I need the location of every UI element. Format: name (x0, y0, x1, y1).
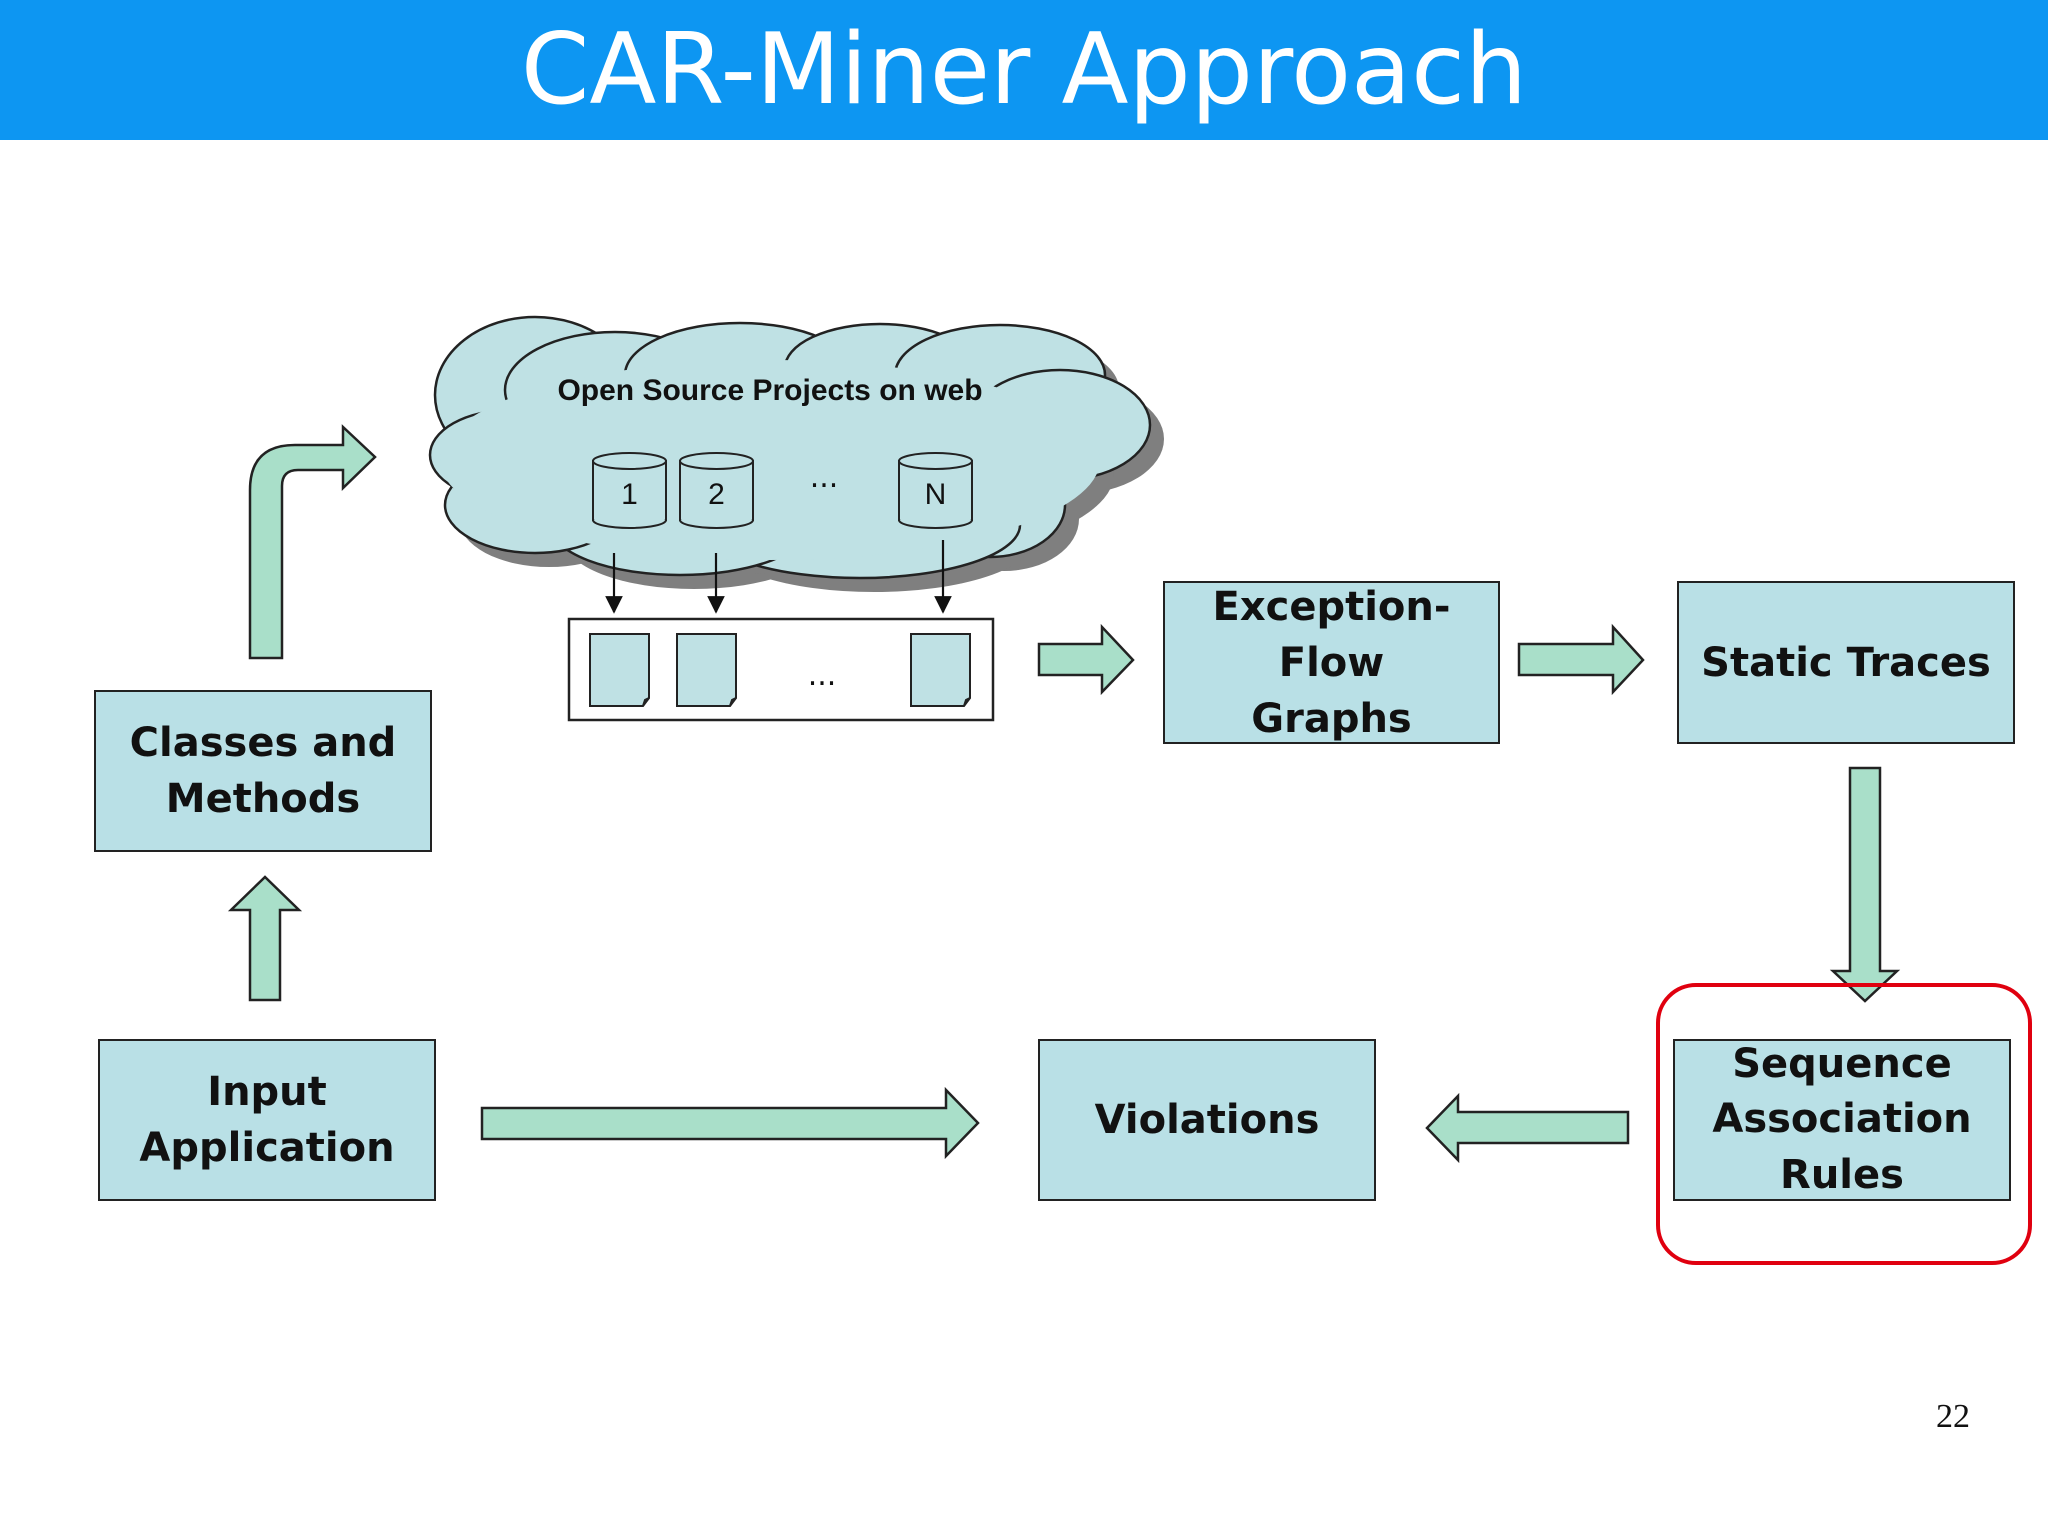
input-application-box: Input Application (98, 1039, 436, 1201)
cloud-ellipsis: ... (810, 460, 839, 495)
documents-ellipsis: ... (808, 658, 837, 693)
arrow-input-to-classes (227, 875, 303, 1002)
arrow-input-to-violations (480, 1086, 980, 1160)
download-arrows (605, 540, 952, 614)
classes-and-methods-box: Classes and Methods (94, 690, 432, 852)
arrow-classes-to-cloud (248, 424, 377, 660)
repository-label-n: N (925, 478, 947, 511)
static-traces-box: Static Traces (1677, 581, 2015, 744)
documents-container: ... (567, 617, 995, 722)
repository-2: 2 (679, 452, 754, 529)
document-icon-2 (676, 633, 737, 707)
document-icon-1 (589, 633, 650, 707)
arrow-efg-to-static-traces (1517, 623, 1645, 696)
violations-box: Violations (1038, 1039, 1376, 1201)
sequence-association-rules-box: Sequence Association Rules (1673, 1039, 2011, 1201)
arrow-rules-to-violations (1425, 1092, 1630, 1164)
document-icon-n (910, 633, 971, 707)
cloud-shape (428, 315, 1164, 592)
slide-title: CAR-Miner Approach (520, 13, 1528, 127)
repository-label-2: 2 (708, 478, 725, 511)
highlight-outline (1656, 983, 2032, 1265)
repository-n: N (898, 452, 973, 529)
arrow-docs-to-efg (1037, 623, 1135, 696)
title-bar (0, 0, 2048, 140)
cloud-label: Open Source Projects on web (557, 374, 983, 407)
repository-label-1: 1 (621, 478, 638, 511)
arrow-static-traces-to-rules (1829, 766, 1901, 1003)
repository-1: 1 (592, 452, 667, 529)
exception-flow-graphs-box: Exception-Flow Graphs (1163, 581, 1500, 744)
page-number: 22 (1936, 1398, 1970, 1435)
